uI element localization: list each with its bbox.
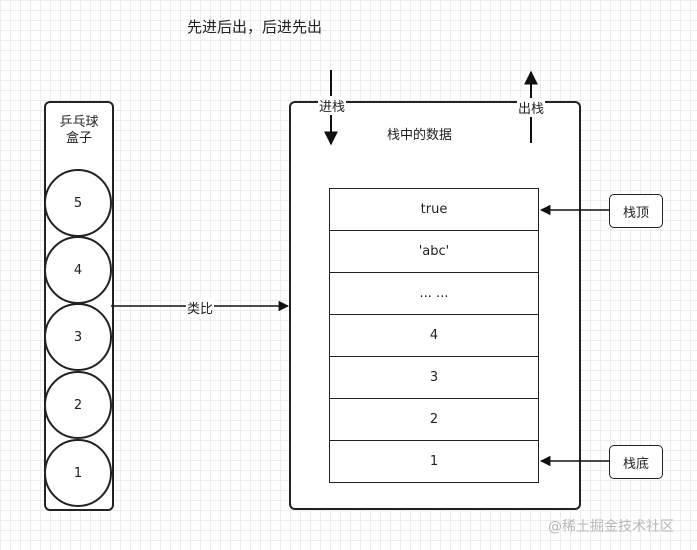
stack-title: 栈中的数据 (387, 128, 453, 143)
ping-pong-ball: 5 (44, 169, 112, 237)
pop-label: 出栈 (517, 98, 546, 117)
stack-cell: 1 (429, 454, 439, 469)
watermark: @稀土掘金技术社区 (548, 519, 674, 535)
ping-pong-ball: 2 (44, 371, 112, 439)
stack-top-label: 栈顶 (609, 194, 663, 228)
ping-pong-ball: 4 (44, 236, 112, 304)
ping-pong-box-label-line2: 盒子 (65, 131, 92, 146)
stack-cell: ... ... (330, 273, 538, 315)
analogy-label: 类比 (186, 298, 215, 317)
stack-cell: 4 (330, 315, 538, 357)
ping-pong-ball: 1 (44, 439, 112, 507)
stack-cell: 2 (330, 399, 538, 441)
stack-cell: 'abc' (330, 231, 538, 273)
stack-cells: true 'abc' ... ... 4 3 2 1 (329, 188, 539, 483)
ping-pong-box-label: 乒乓球 盒子 (44, 115, 114, 147)
push-label: 进栈 (318, 96, 347, 115)
ping-pong-ball: 3 (44, 303, 112, 371)
ping-pong-box-label-line1: 乒乓球 (59, 115, 99, 130)
stack-cell: true (330, 189, 538, 231)
stack-cell: 3 (330, 357, 538, 399)
diagram-title: 先进后出，后进先出 (187, 18, 323, 36)
stack-bottom-label: 栈底 (609, 445, 663, 479)
